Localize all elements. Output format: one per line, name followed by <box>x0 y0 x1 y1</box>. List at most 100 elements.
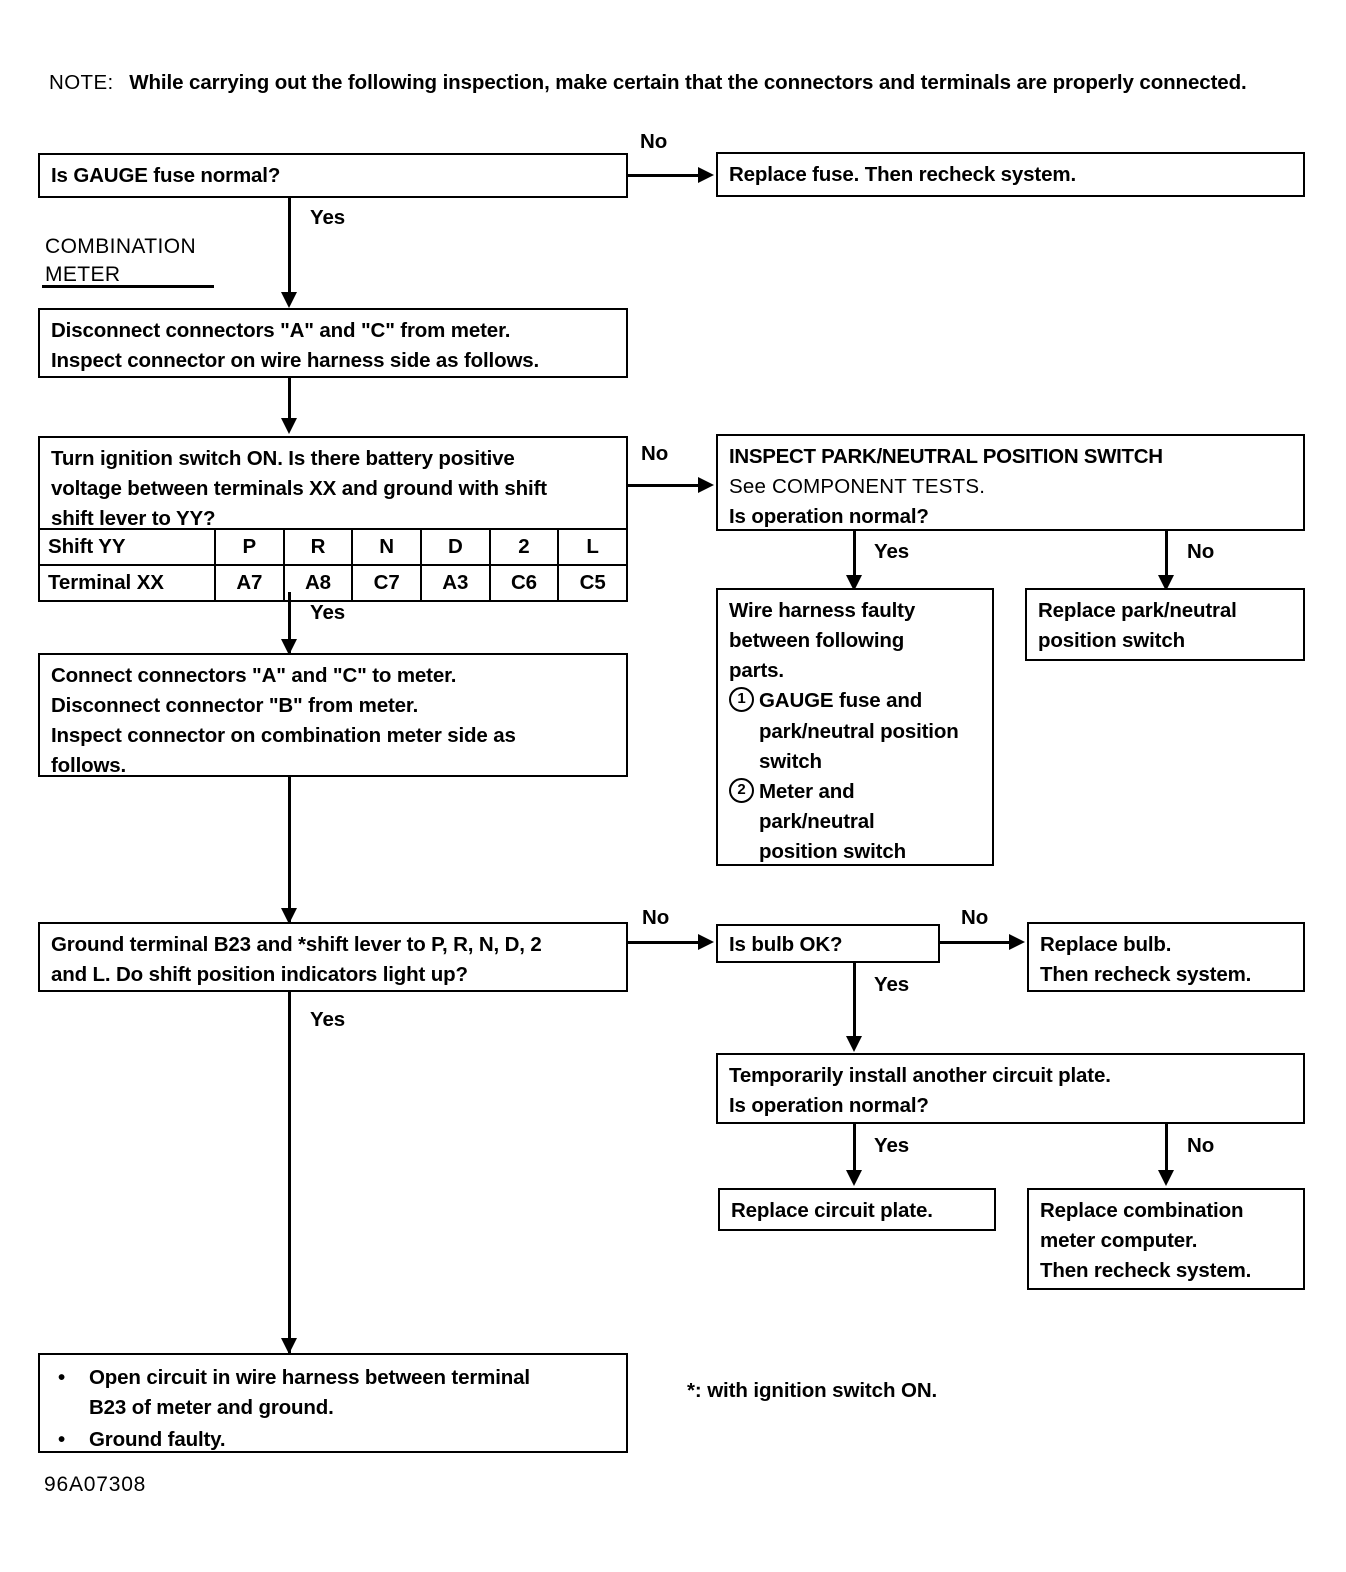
list-item: • Open circuit in wire harness between t… <box>51 1363 616 1423</box>
box-ignition-voltage-line2: voltage between terminals XX and ground … <box>51 477 547 501</box>
box-circuit-plate-test-line1: Temporarily install another circuit plat… <box>729 1064 1111 1087</box>
arrowhead-ground-to-open-circuit <box>281 1338 297 1354</box>
edge-label-yes-ground: Yes <box>310 1008 346 1031</box>
box-connect-ac-line2: Disconnect connector "B" from meter. <box>51 694 419 718</box>
edge-plate-test-to-replace-meter <box>1165 1124 1168 1176</box>
section-title-underline <box>42 285 214 288</box>
arrowhead-ground-to-bulb <box>698 934 714 950</box>
arrowhead-ignition-to-connect-ac <box>281 639 297 655</box>
table-cell: N <box>351 528 422 566</box>
box-replace-meter-line2: meter computer. <box>1040 1229 1198 1253</box>
box-ignition-voltage-question[interactable]: Turn ignition switch ON. Is there batter… <box>38 436 628 531</box>
arrowhead-inspect-to-replace-pnp <box>1158 575 1174 591</box>
box-replace-bulb-line1: Replace bulb. <box>1040 933 1172 956</box>
arrowhead-plate-test-to-replace-plate <box>846 1170 862 1186</box>
edge-label-yes-bulb: Yes <box>874 973 910 996</box>
box-ground-terminal-b23[interactable]: Ground terminal B23 and *shift lever to … <box>38 922 628 992</box>
bullet-icon: • <box>58 1366 66 1389</box>
box-gauge-fuse[interactable]: Is GAUGE fuse normal? <box>38 153 628 198</box>
box-disconnect-ac-line1: Disconnect connectors "A" and "C" from m… <box>51 319 511 342</box>
edge-label-yes-pnp: Yes <box>874 540 910 563</box>
table-cell: D <box>419 528 491 566</box>
table-row-header: Terminal XX <box>38 564 216 602</box>
edge-label-yes-plate: Yes <box>874 1134 910 1157</box>
box-open-circuit-faults[interactable]: • Open circuit in wire harness between t… <box>38 1353 628 1453</box>
list-item-line: park/neutral position <box>759 719 959 743</box>
table-cell: C5 <box>557 564 628 602</box>
table-cell: A3 <box>419 564 491 602</box>
box-is-bulb-ok[interactable]: Is bulb OK? <box>716 924 940 963</box>
box-replace-bulb[interactable]: Replace bulb. Then recheck system. <box>1027 922 1305 992</box>
table-cell: C7 <box>351 564 422 602</box>
box-replace-pnp-line1: Replace park/neutral <box>1038 599 1237 622</box>
document-id: 96A07308 <box>44 1473 147 1496</box>
box-inspect-pnp-line3: Is operation normal? <box>729 505 929 529</box>
box-replace-circuit-plate[interactable]: Replace circuit plate. <box>718 1188 996 1231</box>
table-cell: A8 <box>282 564 354 602</box>
list-item: 1 GAUGE fuse and park/neutral position s… <box>729 686 982 776</box>
table-cell: A7 <box>214 564 285 602</box>
edge-ignition-to-inspect-pnp <box>628 484 700 487</box>
arrowhead-plate-test-to-replace-meter <box>1158 1170 1174 1186</box>
box-connect-ac-line4: follows. <box>51 754 127 778</box>
section-title-combination-meter: COMBINATION METER <box>45 233 196 290</box>
circled-number-icon: 1 <box>729 687 754 713</box>
table-cell: 2 <box>488 528 560 566</box>
edge-bulb-to-circuit-plate-test <box>853 963 856 1043</box>
box-disconnect-connectors-ac[interactable]: Disconnect connectors "A" and "C" from m… <box>38 308 628 378</box>
list-item-line: Open circuit in wire harness between ter… <box>89 1366 530 1389</box>
box-is-bulb-ok-line1: Is bulb OK? <box>729 933 843 956</box>
edge-connect-to-ground-b23 <box>288 777 291 925</box>
box-replace-meter-line1: Replace combination <box>1040 1199 1244 1222</box>
list-item: • Ground faulty. <box>51 1425 616 1455</box>
arrowhead-bulb-to-replace-bulb <box>1009 934 1025 950</box>
box-inspect-pnp-line2: See COMPONENT TESTS. <box>729 475 986 499</box>
box-replace-fuse[interactable]: Replace fuse. Then recheck system. <box>716 152 1305 197</box>
box-connect-ac-line1: Connect connectors "A" and "C" to meter. <box>51 664 457 687</box>
box-replace-meter-computer[interactable]: Replace combination meter computer. Then… <box>1027 1188 1305 1290</box>
box-gauge-fuse-line1: Is GAUGE fuse normal? <box>51 164 281 187</box>
edge-ignition-to-connect-ac <box>288 592 291 654</box>
list-item: 2 Meter and park/neutral position switch <box>729 777 982 867</box>
edge-gauge-to-disconnect <box>288 198 291 298</box>
open-circuit-bullet-list: • Open circuit in wire harness between t… <box>51 1363 616 1455</box>
edge-label-yes-voltage: Yes <box>310 601 346 624</box>
box-replace-fuse-line1: Replace fuse. Then recheck system. <box>729 163 1076 186</box>
edge-label-no-pnp: No <box>1187 540 1215 563</box>
edge-disconnect-to-ignition <box>288 378 291 426</box>
arrowhead-connect-to-ground-b23 <box>281 908 297 924</box>
box-wire-harness-line1: Wire harness faulty <box>729 599 916 622</box>
box-replace-bulb-line2: Then recheck system. <box>1040 963 1252 987</box>
list-item-line: GAUGE fuse and <box>759 689 923 713</box>
box-replace-park-neutral-switch[interactable]: Replace park/neutral position switch <box>1025 588 1305 661</box>
box-replace-circuit-plate-line1: Replace circuit plate. <box>731 1199 933 1222</box>
edge-ground-to-open-circuit <box>288 992 291 1354</box>
box-ignition-voltage-line1: Turn ignition switch ON. Is there batter… <box>51 447 515 470</box>
box-ignition-voltage-line3: shift lever to YY? <box>51 507 216 531</box>
bullet-icon: • <box>58 1428 66 1452</box>
edge-inspect-to-wire-harness <box>853 531 856 583</box>
box-ground-b23-line1: Ground terminal B23 and *shift lever to … <box>51 933 542 956</box>
edge-plate-test-to-replace-plate <box>853 1124 856 1176</box>
note-text: NOTE: While carrying out the following i… <box>49 68 1279 99</box>
edge-label-no-ground: No <box>642 906 670 929</box>
box-connect-connectors-ac[interactable]: Connect connectors "A" and "C" to meter.… <box>38 653 628 777</box>
box-wire-harness-faulty[interactable]: Wire harness faulty between following pa… <box>716 588 994 866</box>
section-title-line1: COMBINATION <box>45 235 197 258</box>
arrowhead-gauge-to-replace-fuse <box>698 167 714 183</box>
edge-label-no-fuse: No <box>640 130 668 153</box>
edge-label-yes-fuse: Yes <box>310 206 346 229</box>
note-body: While carrying out the following inspect… <box>129 71 1247 94</box>
table-row-header: Shift YY <box>38 528 216 566</box>
box-circuit-plate-test-line2: Is operation normal? <box>729 1094 929 1118</box>
table-cell: C6 <box>488 564 560 602</box>
edge-gauge-to-replace-fuse <box>628 174 700 177</box>
box-inspect-park-neutral-switch[interactable]: INSPECT PARK/NEUTRAL POSITION SWITCH See… <box>716 434 1305 531</box>
section-title-line2: METER <box>45 263 121 287</box>
list-item-line: park/neutral <box>759 809 875 833</box>
arrowhead-gauge-to-disconnect <box>281 292 297 308</box>
arrowhead-disconnect-to-ignition <box>281 418 297 434</box>
box-circuit-plate-test[interactable]: Temporarily install another circuit plat… <box>716 1053 1305 1124</box>
wire-harness-parts-list: 1 GAUGE fuse and park/neutral position s… <box>729 686 982 867</box>
